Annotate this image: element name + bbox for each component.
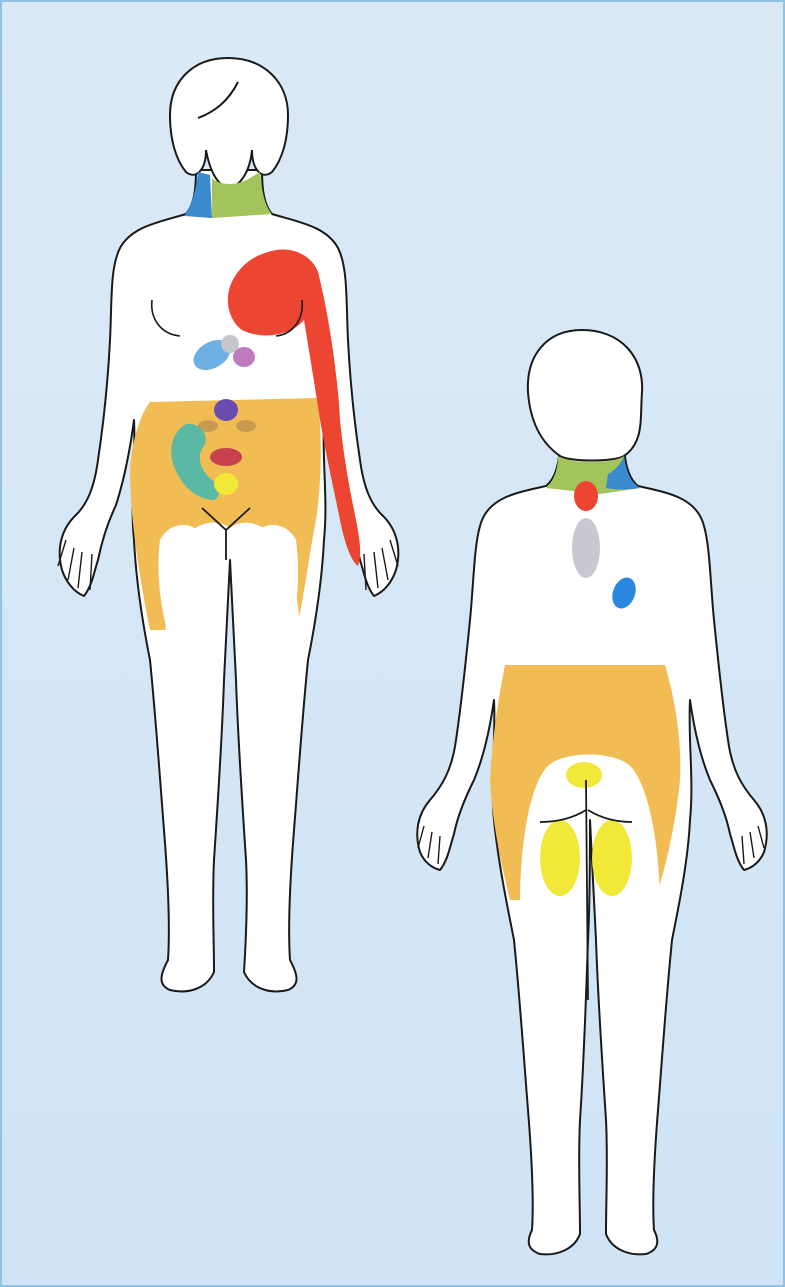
front-uterus-crimson: [210, 448, 242, 466]
front-pancreas-purple: [233, 347, 255, 367]
back-upper-red-spot: [574, 481, 598, 511]
back-buttock-right-yellow: [592, 820, 632, 896]
front-ovary-right-tan: [236, 420, 256, 432]
front-bladder-yellow: [214, 473, 238, 495]
back-head: [528, 330, 642, 461]
front-thigh-left-white: [158, 525, 214, 640]
front-kidney-violet: [214, 399, 238, 421]
front-thigh-right-white: [245, 525, 298, 640]
back-spine-grey: [572, 518, 600, 578]
front-head: [170, 58, 288, 188]
back-sacrum-yellow: [566, 762, 602, 788]
back-buttock-left-yellow: [540, 820, 580, 896]
